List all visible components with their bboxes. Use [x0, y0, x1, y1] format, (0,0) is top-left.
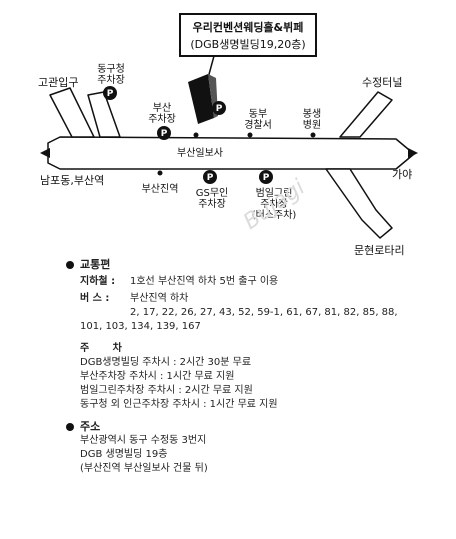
- label-gogwan: 고관입구: [38, 76, 78, 89]
- address-line-2: DGB 생명빌딩 19층: [80, 449, 168, 460]
- venue-subtitle: (DGB생명빌딩19,20층): [190, 38, 305, 51]
- label-sujeong: 수정터널: [362, 76, 402, 89]
- label-munhyeon: 문현로타리: [354, 244, 405, 257]
- parking-icon-bumil: P: [259, 170, 273, 184]
- bus-routes-1: 2, 17, 22, 26, 27, 43, 52, 59-1, 61, 67,…: [130, 307, 398, 318]
- label-police-1: 동부: [249, 108, 267, 120]
- parking-icon-donggu: P: [103, 86, 117, 100]
- svg-text:P: P: [107, 89, 114, 99]
- road-gogwan: [49, 87, 95, 138]
- info-panel: 교통편 지하철 : 1호선 부산진역 하차 5번 출구 이용 버 스 : 부산진…: [66, 258, 446, 476]
- parking-item: DGB생명빌딩 주차시 : 2시간 30분 무료: [80, 357, 252, 368]
- parking-item: 동구청 외 인근주차장 주차시 : 1시간 무료 지원: [80, 399, 278, 410]
- parking-item: 부산주차장 주차시 : 1시간 무료 지원: [80, 371, 235, 382]
- parking-icon-busan: P: [157, 126, 171, 140]
- dot-police: [247, 132, 253, 138]
- transport-heading: 교통편: [66, 258, 446, 272]
- road-munhyeon: [325, 168, 393, 239]
- label-hospital-1: 봉생: [303, 108, 321, 120]
- arrow-right-icon: [408, 148, 418, 158]
- address-line-1: 부산광역시 동구 수정동 3번지: [80, 435, 207, 446]
- road-network: [47, 87, 415, 239]
- location-map: 우리컨벤션웨딩홀&뷔페 (DGB생명빌딩19,20층) P P P P P 고관…: [38, 13, 418, 257]
- label-busan-1: 부산: [153, 102, 171, 114]
- label-busanjin: 부산진역: [142, 183, 179, 195]
- bullet-icon: [66, 261, 74, 269]
- road-sujeong: [339, 91, 393, 138]
- road-donggu: [87, 91, 121, 138]
- label-busan-ilbo: 부산일보사: [177, 147, 223, 159]
- label-donggu-2: 주차장: [97, 74, 125, 86]
- main-road: [47, 136, 415, 170]
- svg-text:P: P: [263, 173, 270, 183]
- parking-heading: 주 차: [80, 343, 132, 354]
- parking-item: 범일그린주차장 주차시 : 2시간 무료 지원: [80, 385, 253, 396]
- subway-row: 지하철 : 1호선 부산진역 하차 5번 출구 이용: [66, 275, 446, 289]
- bus-key: 버 스 :: [80, 293, 110, 304]
- address-line-3: (부산진역 부산일보사 건물 뒤): [80, 463, 208, 474]
- bus-row: 버 스 : 부산진역 하차 2, 17, 22, 26, 27, 43, 52,…: [66, 292, 446, 320]
- venue-name: 우리컨벤션웨딩홀&뷔페: [193, 20, 304, 34]
- dot-busanjin: [157, 170, 163, 176]
- venue-callout: [179, 13, 317, 57]
- parking-icon-building: P: [212, 101, 226, 115]
- label-bumil-1: 범일그린: [256, 187, 293, 199]
- label-donggu-1: 동구청: [97, 63, 125, 75]
- watermark: Bujagi: [239, 175, 310, 235]
- label-busan-2: 주차장: [148, 113, 176, 125]
- bus-value: 부산진역 하차 2, 17, 22, 26, 27, 43, 52, 59-1,…: [130, 293, 398, 318]
- label-bumil-2: 주차장: [260, 198, 288, 210]
- parking-icon-gs: P: [203, 170, 217, 184]
- svg-text:P: P: [216, 104, 223, 114]
- subway-value: 1호선 부산진역 하차 5번 출구 이용: [130, 276, 279, 287]
- label-gs-1: GS무인: [196, 187, 229, 199]
- label-nampo: 남포동,부산역: [40, 174, 104, 187]
- building-icon: [188, 74, 218, 124]
- label-police-2: 경찰서: [244, 118, 272, 131]
- dot-hospital: [310, 132, 316, 138]
- address-heading: 주소: [66, 420, 446, 434]
- subway-key: 지하철 :: [80, 276, 116, 287]
- label-gaya: 가야: [392, 168, 412, 181]
- label-hospital-2: 병원: [303, 119, 321, 131]
- bullet-icon: [66, 423, 74, 431]
- svg-text:P: P: [161, 129, 168, 139]
- svg-text:P: P: [207, 173, 214, 183]
- label-gs-2: 주차장: [198, 198, 226, 210]
- label-bumil-3: (버스주차): [252, 209, 297, 221]
- bus-routes-2: 101, 103, 134, 139, 167: [80, 321, 201, 332]
- dot-busan-ilbo: [193, 132, 199, 138]
- arrow-left-icon: [40, 148, 50, 158]
